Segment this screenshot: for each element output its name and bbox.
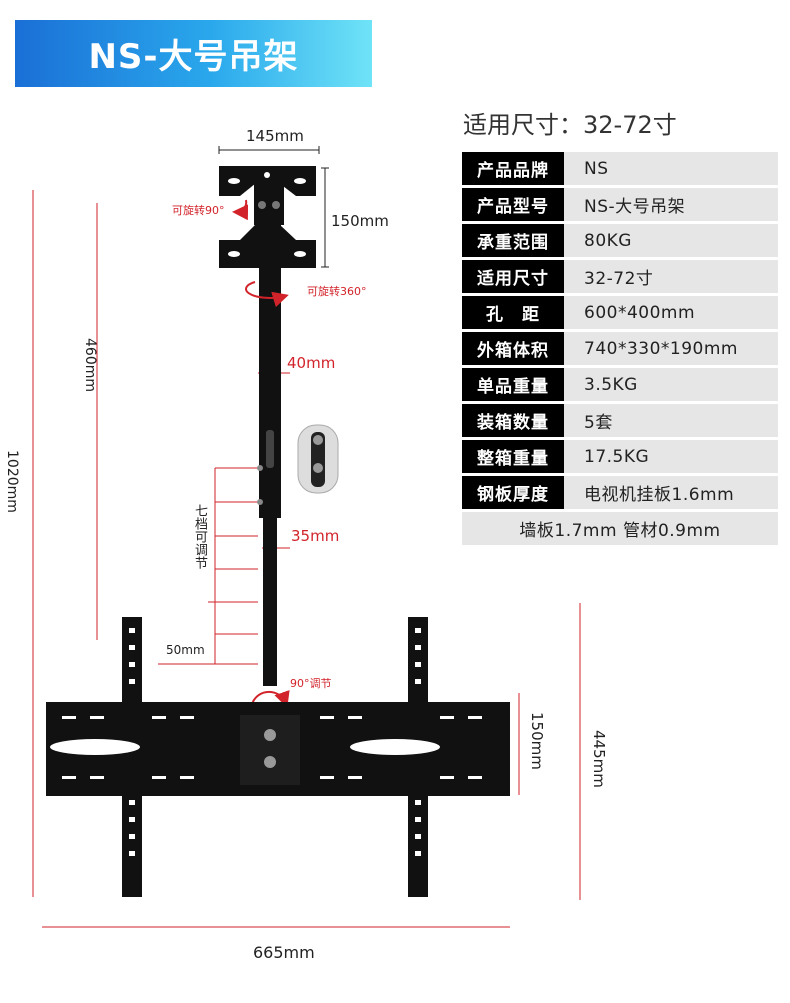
spec-key: 产品型号 xyxy=(462,188,564,221)
spec-footnote-row: 墙板1.7mm 管材0.9mm xyxy=(462,512,778,545)
rotation-arrows xyxy=(232,199,290,708)
spec-key: 钢板厚度 xyxy=(462,476,564,509)
main-bracket xyxy=(46,702,510,796)
spec-value: 电视机挂板1.6mm xyxy=(564,476,778,509)
spec-key: 单品重量 xyxy=(462,368,564,401)
spec-value: 3.5KG xyxy=(564,368,778,401)
spec-value: 5套 xyxy=(564,404,778,437)
spec-key: 产品品牌 xyxy=(462,152,564,185)
spec-value: NS xyxy=(564,152,778,185)
spec-value: 17.5KG xyxy=(564,440,778,473)
bolt-detail-inset xyxy=(297,424,339,494)
upper-pole-length-label: 460mm xyxy=(82,338,98,392)
rotate-spin-label: 可旋转360° xyxy=(307,285,367,298)
spec-key: 承重范围 xyxy=(462,224,564,257)
spec-value: 32-72寸 xyxy=(564,260,778,293)
plate-height-label: 150mm xyxy=(331,212,389,230)
rotate-tilt-label: 可旋转90° xyxy=(172,204,225,217)
adjust-steps-label: 七档可调节 xyxy=(192,504,207,569)
upper-diameter-label: 40mm xyxy=(287,354,336,372)
arm-height-label: 445mm xyxy=(590,730,608,788)
plate-dimensions xyxy=(218,146,329,268)
lower-diameter-label: 35mm xyxy=(291,527,340,545)
dimension-lines xyxy=(32,190,581,928)
step-spacing-label: 50mm xyxy=(166,643,205,657)
spec-key: 适用尺寸 xyxy=(462,260,564,293)
pole xyxy=(257,225,281,686)
spec-title: 适用尺寸：32-72寸 xyxy=(463,111,677,139)
spec-footnote: 墙板1.7mm 管材0.9mm xyxy=(462,512,778,545)
spec-value: NS-大号吊架 xyxy=(564,188,778,221)
title-banner: NS-大号吊架 xyxy=(15,20,372,87)
tilt-adjust-label: 90°调节 xyxy=(290,677,332,690)
step-guides xyxy=(158,467,258,665)
product-title: NS-大号吊架 xyxy=(88,37,299,77)
plate-width-label: 145mm xyxy=(246,127,304,145)
spec-key: 孔 距 xyxy=(462,296,564,329)
spec-value: 600*400mm xyxy=(564,296,778,329)
spec-value: 80KG xyxy=(564,224,778,257)
spec-key: 外箱体积 xyxy=(462,332,564,365)
spec-key: 装箱数量 xyxy=(462,404,564,437)
spec-key: 整箱重量 xyxy=(462,440,564,473)
total-height-label: 1020mm xyxy=(4,450,20,513)
bracket-height-label: 150mm xyxy=(528,712,546,770)
spec-value: 740*330*190mm xyxy=(564,332,778,365)
spec-row: 钢板厚度电视机挂板1.6mm xyxy=(462,476,778,509)
bracket-width-label: 665mm xyxy=(253,943,315,962)
